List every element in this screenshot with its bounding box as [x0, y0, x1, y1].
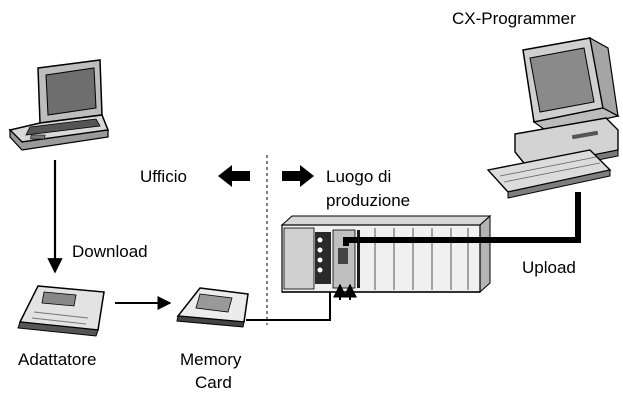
upload-label: Upload: [522, 258, 576, 277]
memory-card-icon: [176, 287, 249, 328]
left-arrow-icon: [218, 165, 250, 187]
right-arrow-icon: [282, 165, 314, 187]
adattatore-label: Adattatore: [18, 350, 97, 369]
plc-rack-icon: [280, 214, 492, 294]
cx-programmer-label: CX-Programmer: [452, 9, 576, 28]
laptop-icon: [8, 59, 110, 151]
memory-card-label-line2: Card: [195, 373, 232, 392]
memory-card-label-line1: Memory: [180, 350, 242, 369]
luogo-label-line2: produzione: [326, 191, 411, 210]
desktop-computer-icon: [486, 36, 620, 199]
luogo-label-line1: Luogo di: [326, 167, 392, 186]
ufficio-label: Ufficio: [140, 167, 187, 186]
upload-cable: [343, 192, 581, 246]
card-cable: [246, 292, 331, 321]
adapter-icon: [17, 285, 105, 337]
download-label: Download: [72, 242, 148, 261]
